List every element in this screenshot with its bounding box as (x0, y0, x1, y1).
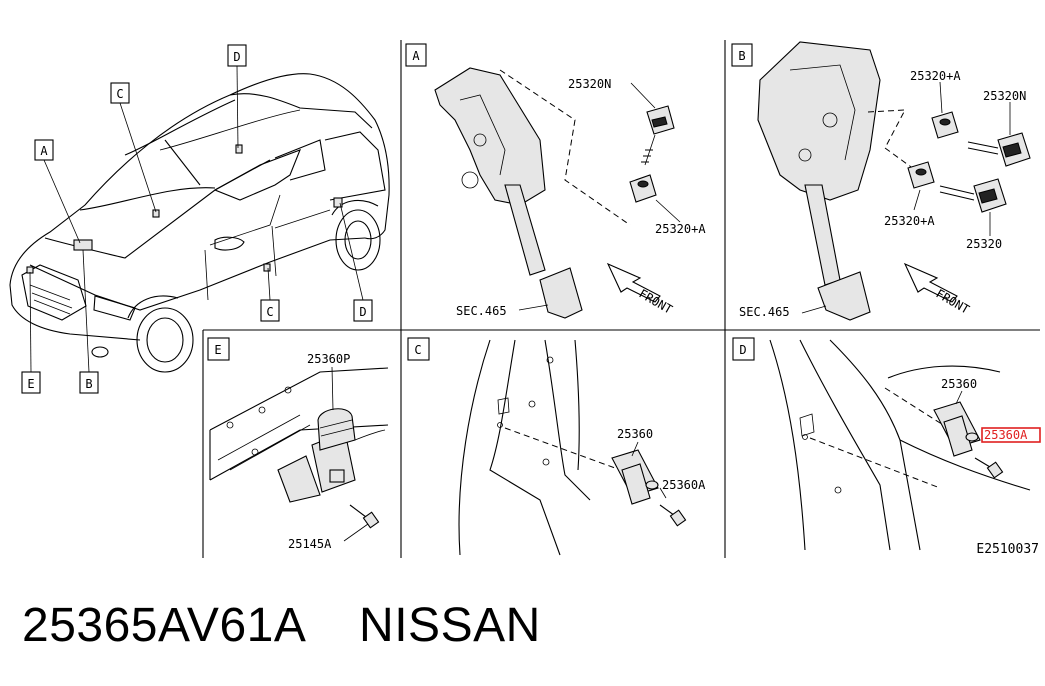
car-callout-d-bottom[interactable]: D (353, 299, 373, 322)
car-callout-e[interactable]: E (21, 371, 41, 394)
panel-a: A 25320N 25320+A SEC.465 FRONT (405, 43, 706, 319)
car-callout-leaders (29, 65, 364, 373)
panel-d-label-25360a[interactable]: 25360A (984, 428, 1028, 442)
panel-c-label-25360a: 25360A (662, 478, 706, 492)
highlight-box (981, 427, 1041, 443)
panel-a-label-25320n: 25320N (568, 77, 611, 91)
panel-e-letter: E (214, 343, 221, 357)
parts-diagram: A C D C D E B A (9, 40, 1041, 558)
svg-text:C: C (266, 305, 273, 319)
panel-a-front-label: FRONT (637, 286, 675, 316)
panel-b-label-sec465: SEC.465 (739, 305, 790, 319)
front-arrow-icon (903, 262, 958, 303)
car-overview (9, 73, 390, 373)
panel-d-letter: D (739, 343, 746, 357)
svg-text:D: D (233, 50, 240, 64)
panel-b-label-25320: 25320 (966, 237, 1002, 251)
panel-a-letter: A (412, 49, 420, 63)
car-callout-d-top[interactable]: D (227, 44, 247, 67)
car-callout-c-bottom[interactable]: C (260, 299, 280, 322)
svg-text:A: A (40, 144, 48, 158)
front-arrow-icon (606, 262, 661, 303)
car-callout-c-top[interactable]: C (110, 82, 130, 104)
panel-b-letter: B (738, 49, 745, 63)
car-callout-a[interactable]: A (34, 139, 54, 161)
panel-b-label-25320a-top: 25320+A (910, 69, 961, 83)
panel-d-label-25360: 25360 (941, 377, 977, 391)
svg-text:B: B (85, 377, 92, 391)
panel-d: D 25360 25360A (732, 337, 1041, 551)
part-caption: 25365AV61A NISSAN (22, 599, 541, 652)
panel-grid (202, 40, 1040, 558)
panel-b-label-25320a-bottom: 25320+A (884, 214, 935, 228)
svg-text:C: C (116, 87, 123, 101)
panel-a-label-sec465: SEC.465 (456, 304, 507, 318)
panel-c-letter: C (414, 343, 421, 357)
panel-e-label-25145a: 25145A (288, 537, 332, 551)
svg-text:D: D (359, 305, 366, 319)
panel-b-front-label: FRONT (934, 286, 972, 316)
panel-b-label-25320n: 25320N (983, 89, 1026, 103)
diagram-code: E2510037 (976, 542, 1039, 557)
panel-c-label-25360: 25360 (617, 427, 653, 441)
panel-e-label-25360p: 25360P (307, 352, 350, 366)
car-callout-b[interactable]: B (79, 371, 99, 394)
panel-c: C 25360 25360A (407, 337, 706, 556)
panel-b: B 25320+A 25320N 25320+A 25320 (731, 41, 1031, 321)
panel-a-label-25320a: 25320+A (655, 222, 706, 236)
panel-e: E 25360P 25145A (207, 337, 389, 551)
svg-text:E: E (27, 377, 34, 391)
